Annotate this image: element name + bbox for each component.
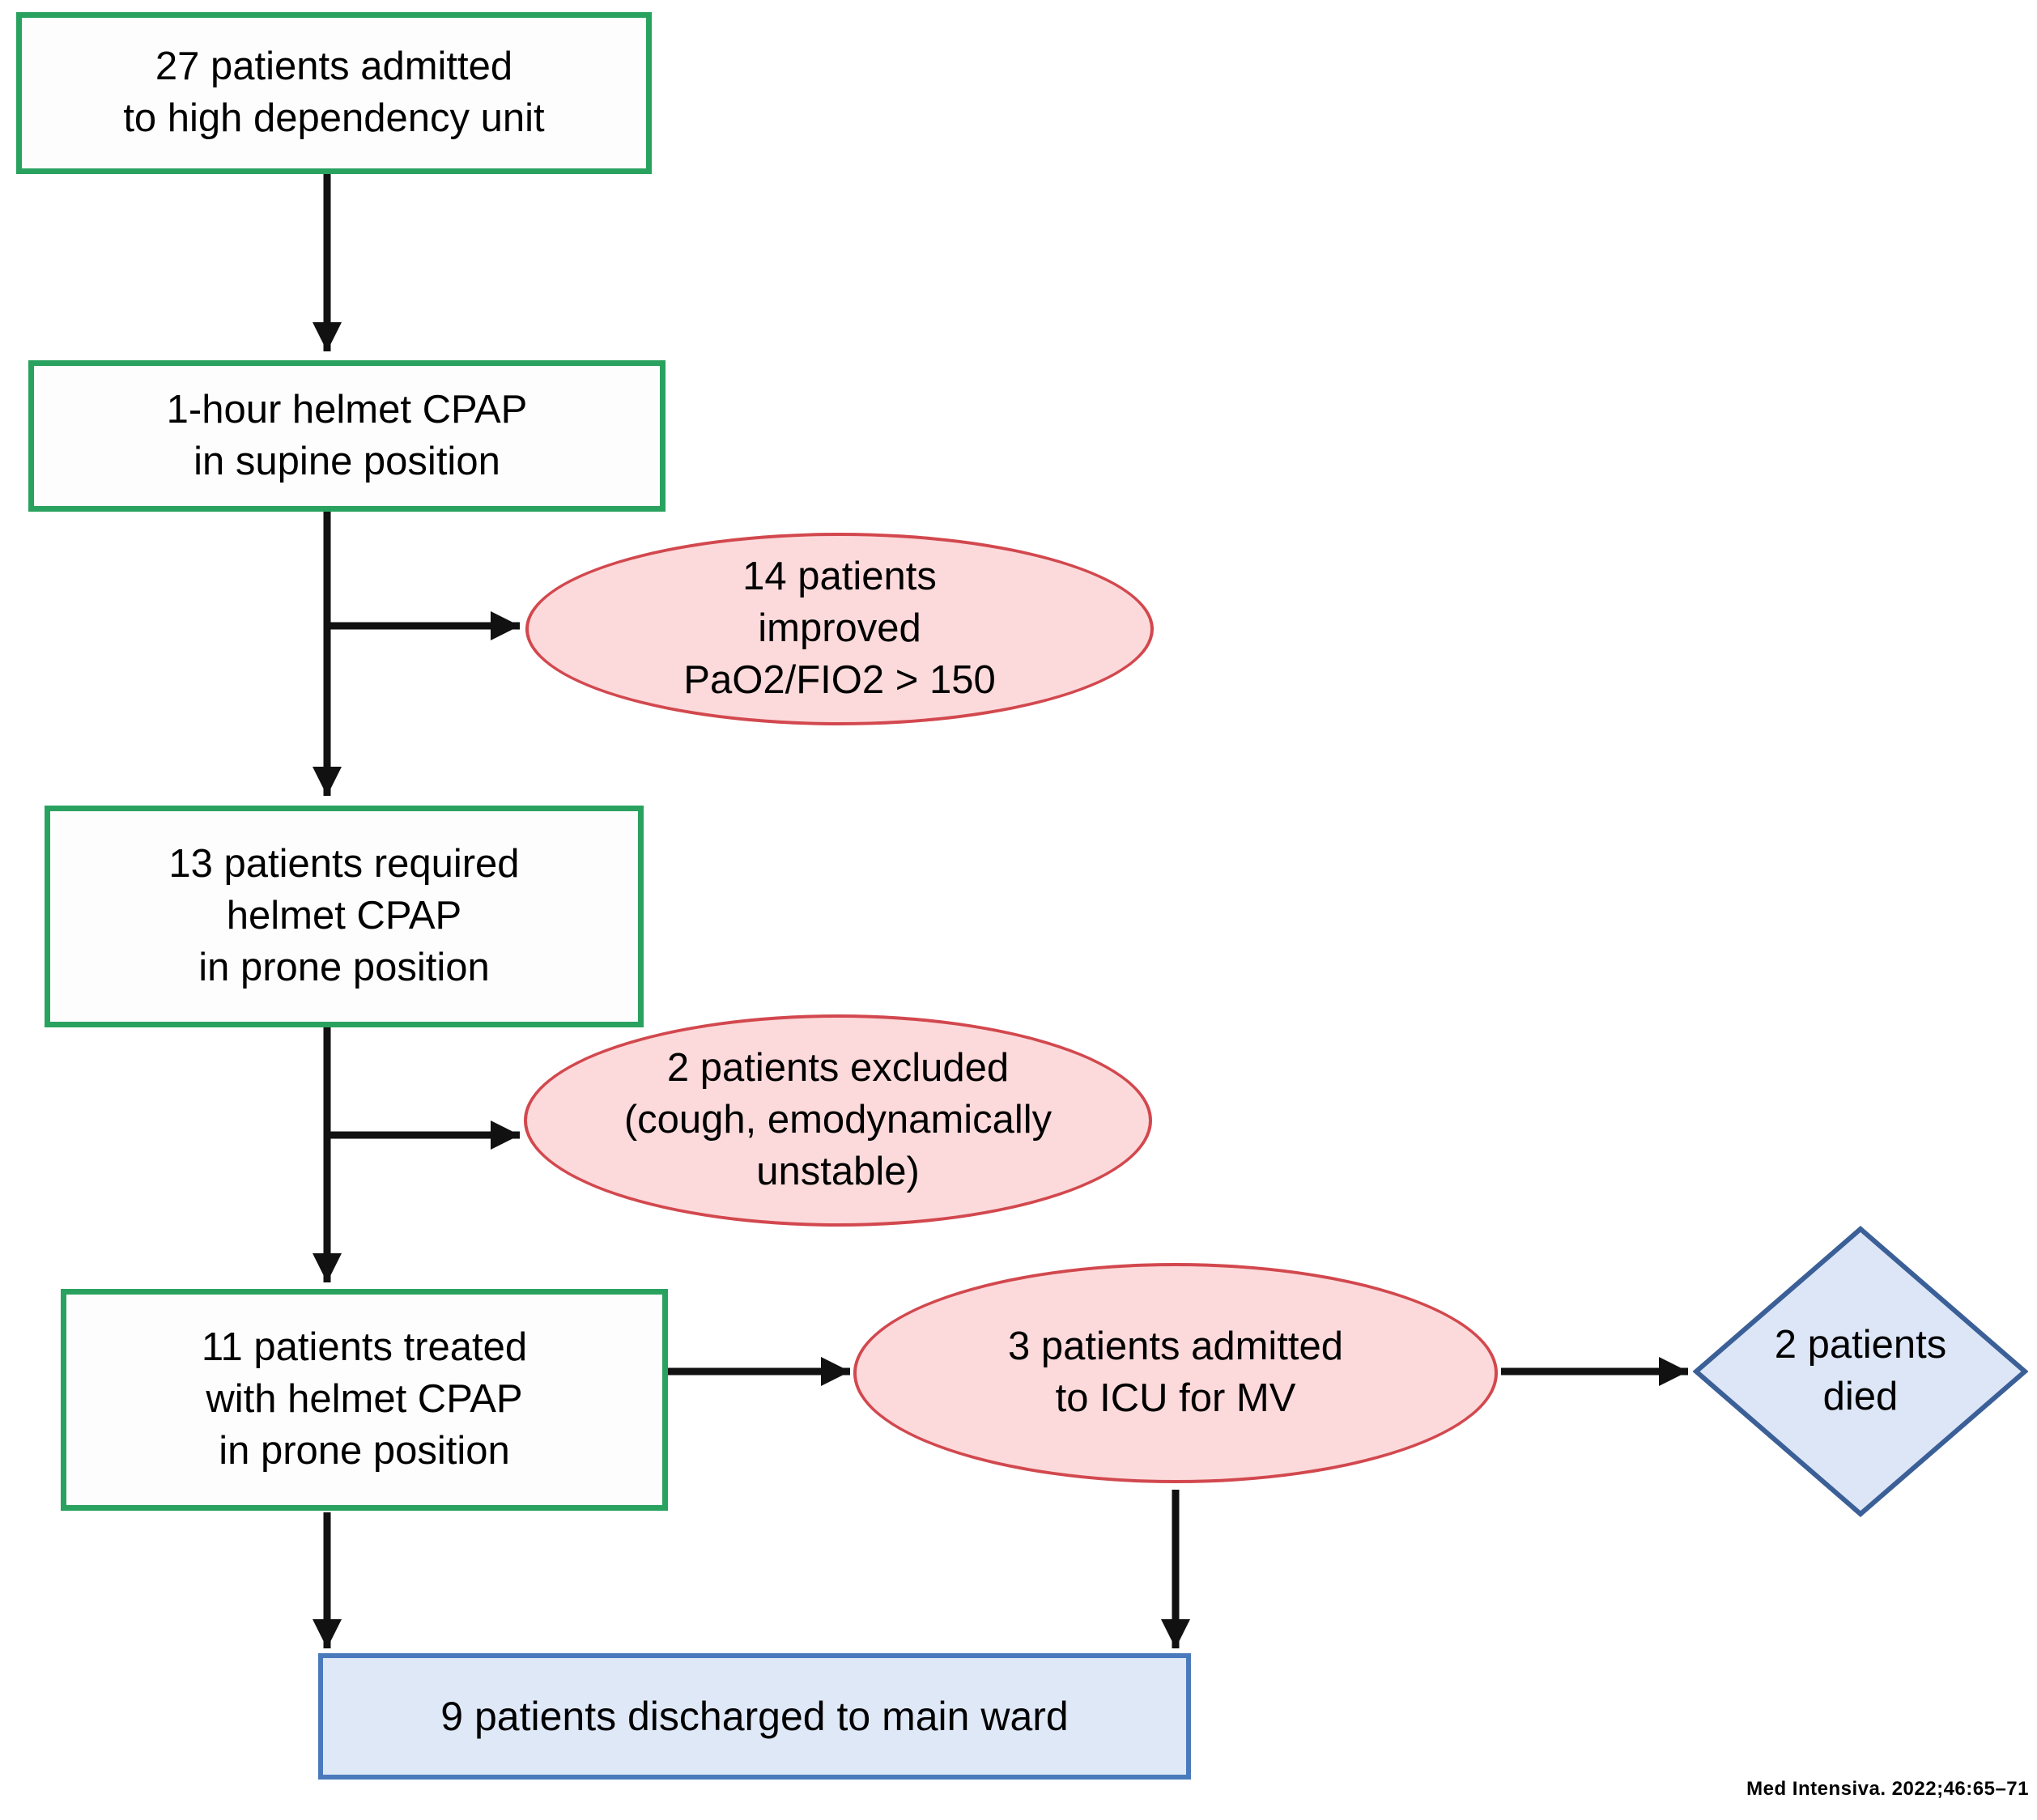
- node-discharged-line: 9 patients discharged to main ward: [440, 1693, 1069, 1739]
- citation-text: Med Intensiva. 2022;46:65–71: [1746, 1778, 2029, 1800]
- node-treated-prone-line: 11 patients treated: [201, 1325, 528, 1370]
- node-improved-line: PaO2/FIO2 > 150: [683, 657, 996, 702]
- node-required-prone-line: in prone position: [198, 945, 490, 989]
- diamond-polygon: [1693, 1226, 2028, 1517]
- node-supine-cpap-line: in supine position: [193, 439, 500, 483]
- node-supine-cpap-line: 1-hour helmet CPAP: [166, 387, 528, 432]
- node-died-line: 2 patients: [1774, 1323, 1947, 1367]
- diamond-shape: [1693, 1226, 2028, 1517]
- node-improved: 14 patients improved PaO2/FIO2 > 150: [525, 533, 1154, 725]
- node-improved-line: 14 patients: [742, 555, 937, 599]
- node-treated-prone-line: with helmet CPAP: [206, 1377, 523, 1422]
- node-excluded-line: 2 patients excluded: [666, 1046, 1010, 1091]
- node-supine-cpap: 1-hour helmet CPAP in supine position: [28, 360, 666, 512]
- node-excluded: 2 patients excluded (cough, emodynamical…: [524, 1014, 1152, 1227]
- node-admitted-line: 27 patients admitted: [155, 45, 513, 89]
- node-excluded-line: unstable): [756, 1149, 920, 1193]
- node-required-prone-line: helmet CPAP: [226, 894, 462, 938]
- node-treated-prone: 11 patients treated with helmet CPAP in …: [61, 1289, 668, 1511]
- node-treated-prone-line: in prone position: [219, 1428, 510, 1473]
- node-improved-line: improved: [758, 606, 921, 651]
- node-required-prone-line: 13 patients required: [168, 842, 520, 887]
- node-died: 2 patients died: [1693, 1226, 2028, 1517]
- node-icu-line: to ICU for MV: [1055, 1376, 1296, 1420]
- node-icu-line: 3 patients admitted: [1007, 1325, 1344, 1369]
- node-icu: 3 patients admitted to ICU for MV: [853, 1263, 1498, 1483]
- node-died-line: died: [1822, 1375, 1899, 1418]
- node-discharged: 9 patients discharged to main ward: [318, 1653, 1191, 1780]
- node-admitted: 27 patients admitted to high dependency …: [16, 12, 652, 174]
- node-admitted-line: to high dependency unit: [123, 96, 545, 140]
- node-required-prone: 13 patients required helmet CPAP in pron…: [45, 806, 644, 1027]
- node-excluded-line: (cough, emodynamically: [623, 1098, 1053, 1142]
